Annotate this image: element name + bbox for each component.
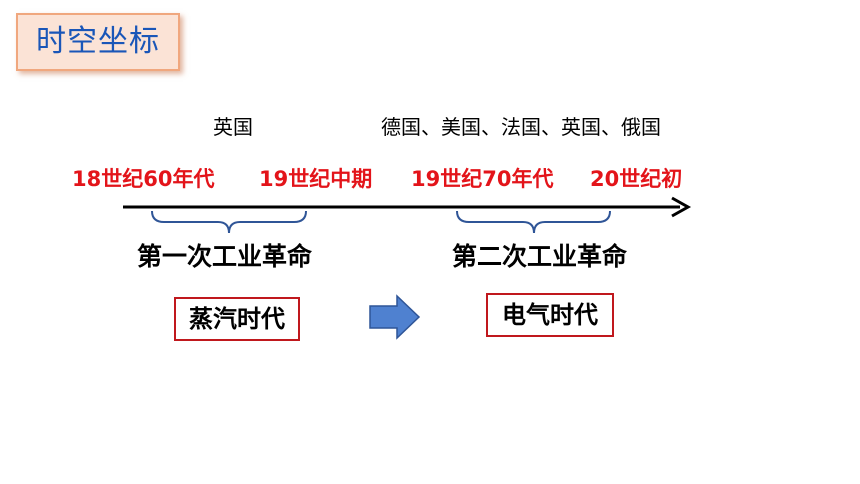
first-revolution-brace	[151, 210, 307, 234]
era-label-electric: 电气时代	[502, 301, 598, 329]
country-label-second: 德国、美国、法国、英国、俄国	[381, 115, 661, 139]
timeline-axis	[123, 196, 692, 218]
era-label-steam: 蒸汽时代	[189, 305, 285, 333]
era-box-steam: 蒸汽时代	[174, 297, 300, 341]
page-title: 时空坐标	[36, 24, 160, 59]
revolution-label-second: 第二次工业革命	[452, 242, 628, 271]
revolution-label-first: 第一次工业革命	[137, 242, 313, 271]
period-label-4: 20世纪初	[590, 167, 683, 191]
period-label-3: 19世纪70年代	[411, 167, 554, 191]
country-label-first: 英国	[213, 115, 253, 139]
second-revolution-brace	[456, 210, 611, 234]
period-label-2: 19世纪中期	[259, 167, 373, 191]
timeline-arrow-icon	[671, 196, 692, 218]
title-box: 时空坐标	[16, 13, 180, 71]
transition-arrow-icon	[369, 294, 421, 340]
period-label-1: 18世纪60年代	[72, 167, 215, 191]
era-box-electric: 电气时代	[486, 293, 614, 337]
